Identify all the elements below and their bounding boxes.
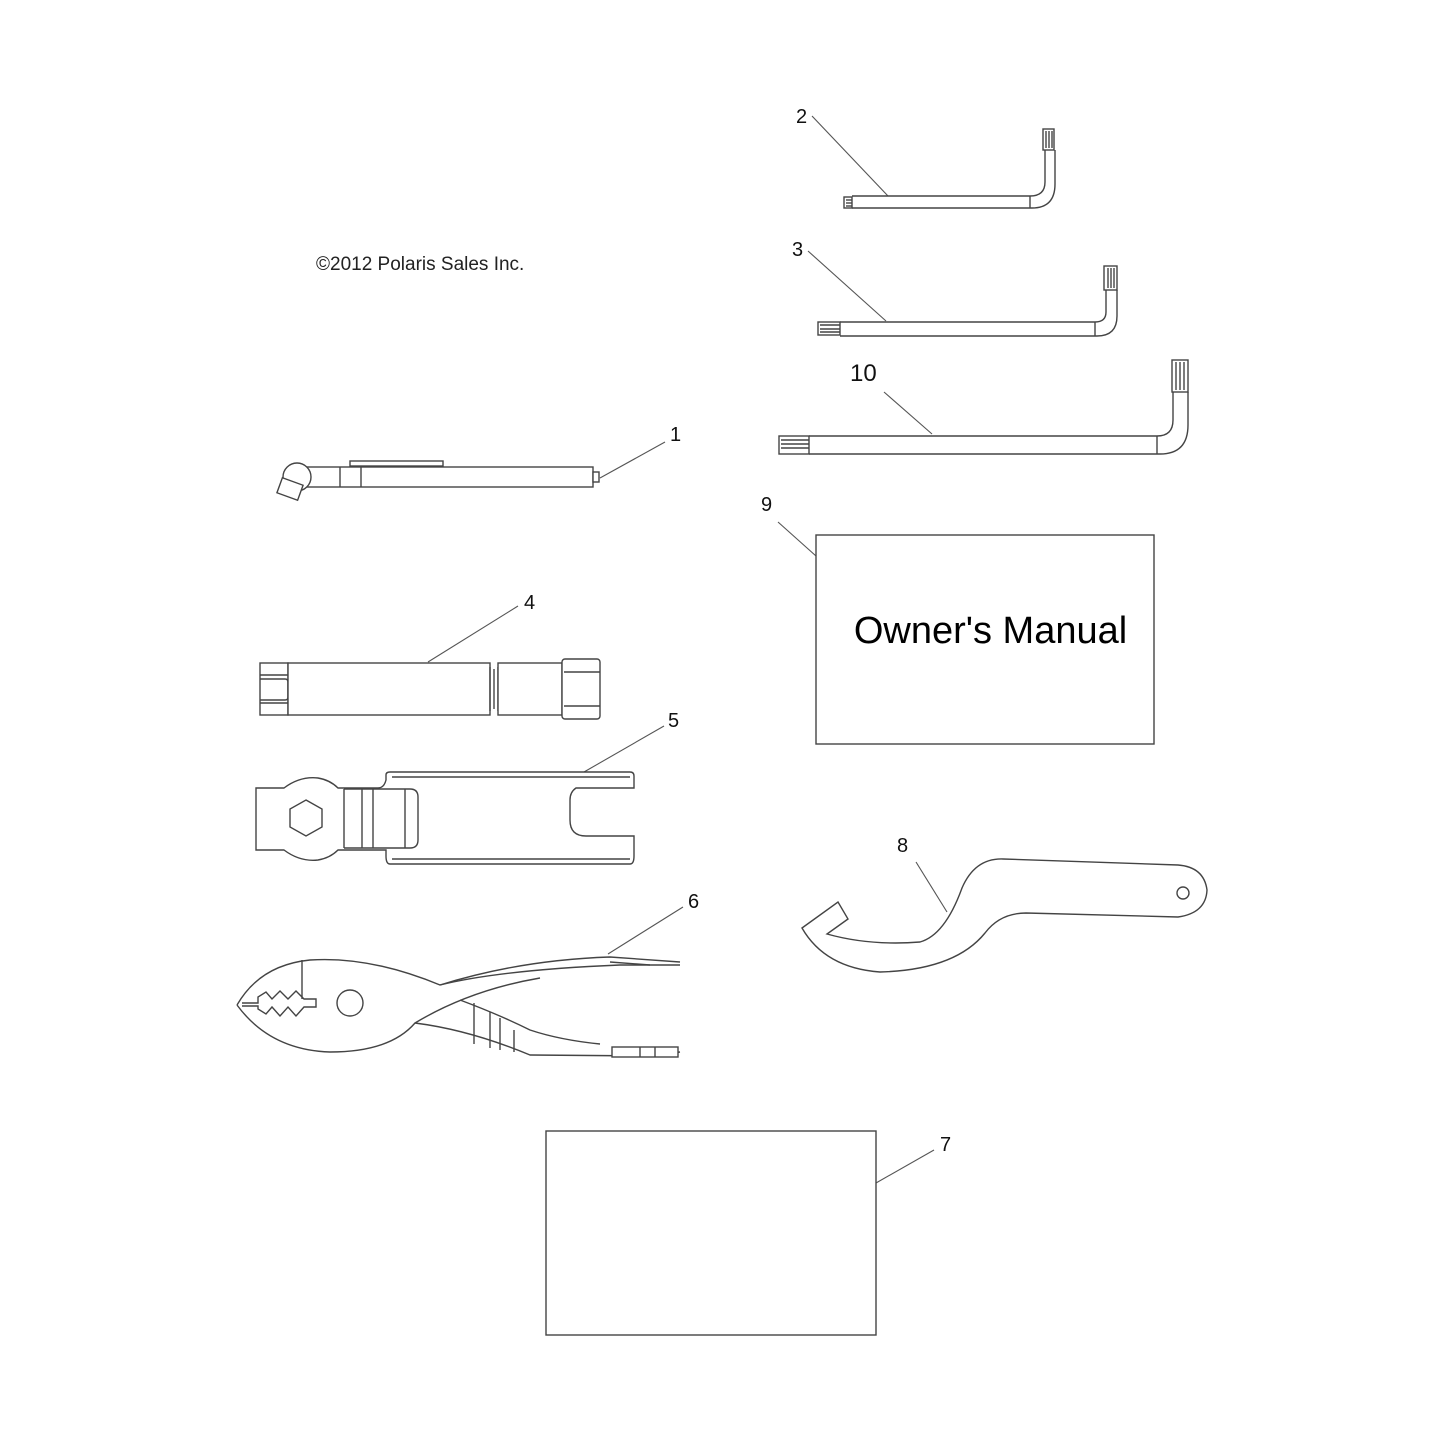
callout-10: 10 — [850, 360, 877, 387]
copyright-text: ©2012 Polaris Sales Inc. — [316, 254, 525, 275]
torx-l-wrench-large-icon — [778, 359, 1189, 455]
spark-plug-socket-wrench-icon — [259, 605, 601, 720]
combination-wrench-tool-icon — [255, 725, 665, 865]
callout-8: 8 — [897, 835, 909, 857]
spanner-wrench-icon — [801, 858, 1208, 973]
owners-manual-label: Owner's Manual — [853, 610, 1128, 652]
callout-9: 9 — [761, 494, 773, 516]
slip-joint-pliers-icon — [236, 906, 684, 1058]
owners-manual-icon — [777, 521, 1155, 745]
tool-pouch-icon — [545, 1130, 935, 1336]
callout-2: 2 — [796, 106, 808, 128]
callout-6: 6 — [688, 891, 700, 913]
callout-4: 4 — [524, 592, 536, 614]
callout-1: 1 — [670, 424, 682, 446]
torx-l-wrench-small-icon — [811, 115, 1056, 209]
tire-pressure-gauge-icon — [276, 441, 666, 502]
callout-5: 5 — [668, 710, 680, 732]
callout-7: 7 — [940, 1134, 952, 1156]
callout-3: 3 — [792, 239, 804, 261]
torx-l-wrench-medium-icon — [807, 250, 1118, 337]
